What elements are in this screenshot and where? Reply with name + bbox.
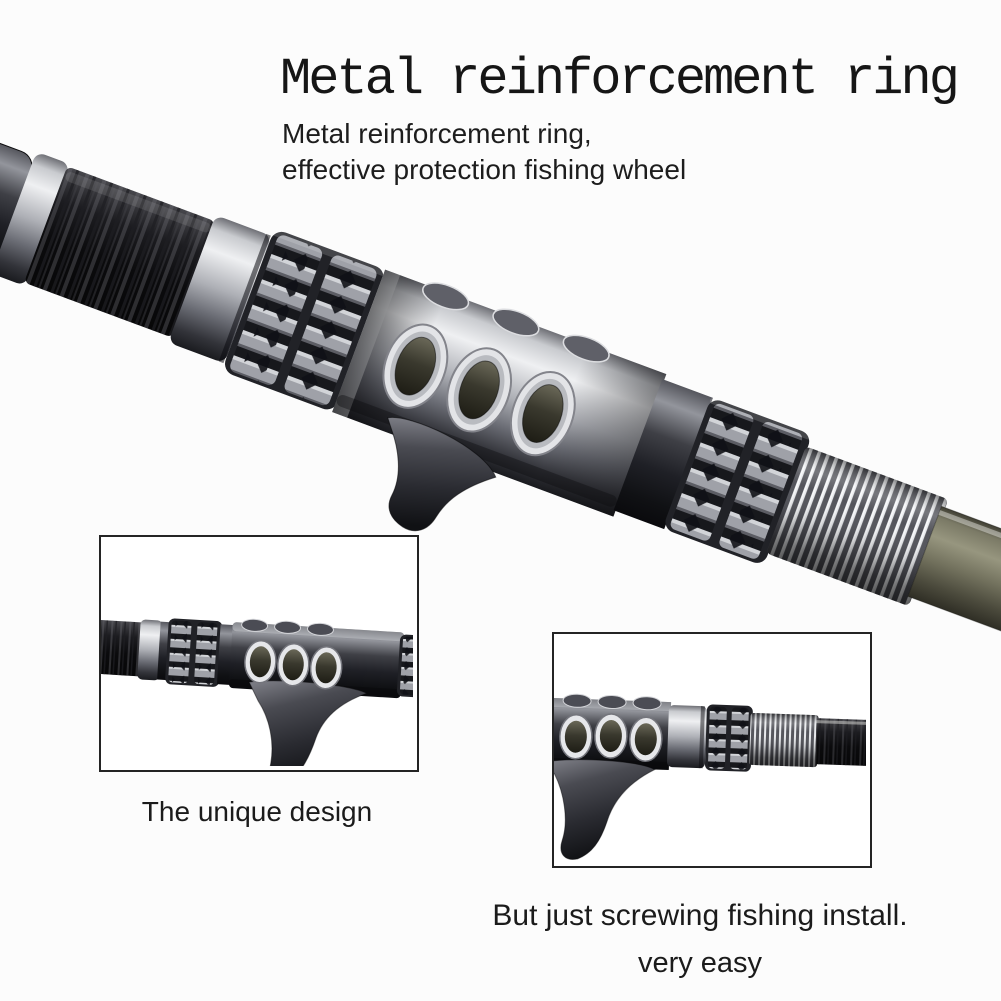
page-subtitle: Metal reinforcement ring, effective prot… <box>282 116 686 188</box>
body-scallop <box>562 334 610 363</box>
inset-trigger-hook <box>248 680 368 766</box>
inset-carbon-grip <box>101 619 145 677</box>
bottom-caption-line-1: But just screwing fishing install. <box>492 899 908 932</box>
rod-blank <box>907 505 1001 685</box>
inset-gear-ring-rear <box>396 634 413 699</box>
page-title: Metal reinforcement ring <box>280 50 960 109</box>
body-scallop <box>422 282 470 311</box>
gear-ring-front <box>225 229 387 410</box>
screw-threads <box>767 447 947 605</box>
body-neck <box>613 379 713 530</box>
main-photo-fishing-rod <box>0 133 1001 685</box>
body-oval-cutout <box>509 370 576 457</box>
inset-oval-cutouts <box>244 640 343 690</box>
left-inset-caption: The unique design <box>141 796 373 827</box>
carbon-grip <box>25 168 214 336</box>
inset2-collar <box>667 705 707 769</box>
inset2-trigger-hook <box>554 759 656 860</box>
body-oval-cutout <box>446 347 512 433</box>
lock-collar <box>170 217 271 364</box>
subtitle-line-1: Metal reinforcement ring, <box>282 118 592 149</box>
right-inset-photo <box>554 693 866 860</box>
inset2-rod-blank <box>815 718 866 767</box>
subtitle-line-2: effective protection fishing wheel <box>282 154 687 185</box>
body-scallop <box>492 308 540 337</box>
inset2-screw-threads <box>749 712 819 768</box>
bottom-caption-line-2: very easy <box>637 947 763 979</box>
gear-ring-rear <box>665 398 812 563</box>
left-inset-photo <box>101 618 413 766</box>
inset-grip-ring <box>137 619 163 681</box>
inset2-gear-ring <box>704 704 753 772</box>
right-inset-box <box>552 632 872 868</box>
left-inset-box <box>99 535 419 772</box>
bottom-caption: But just screwing fishing install. very … <box>420 897 980 982</box>
trigger-hook <box>387 416 497 532</box>
grip-ring <box>0 154 68 284</box>
inset2-oval-cutouts <box>559 713 663 762</box>
body-oval-cutout <box>382 323 449 409</box>
inset-gear-ring-front <box>165 618 223 687</box>
